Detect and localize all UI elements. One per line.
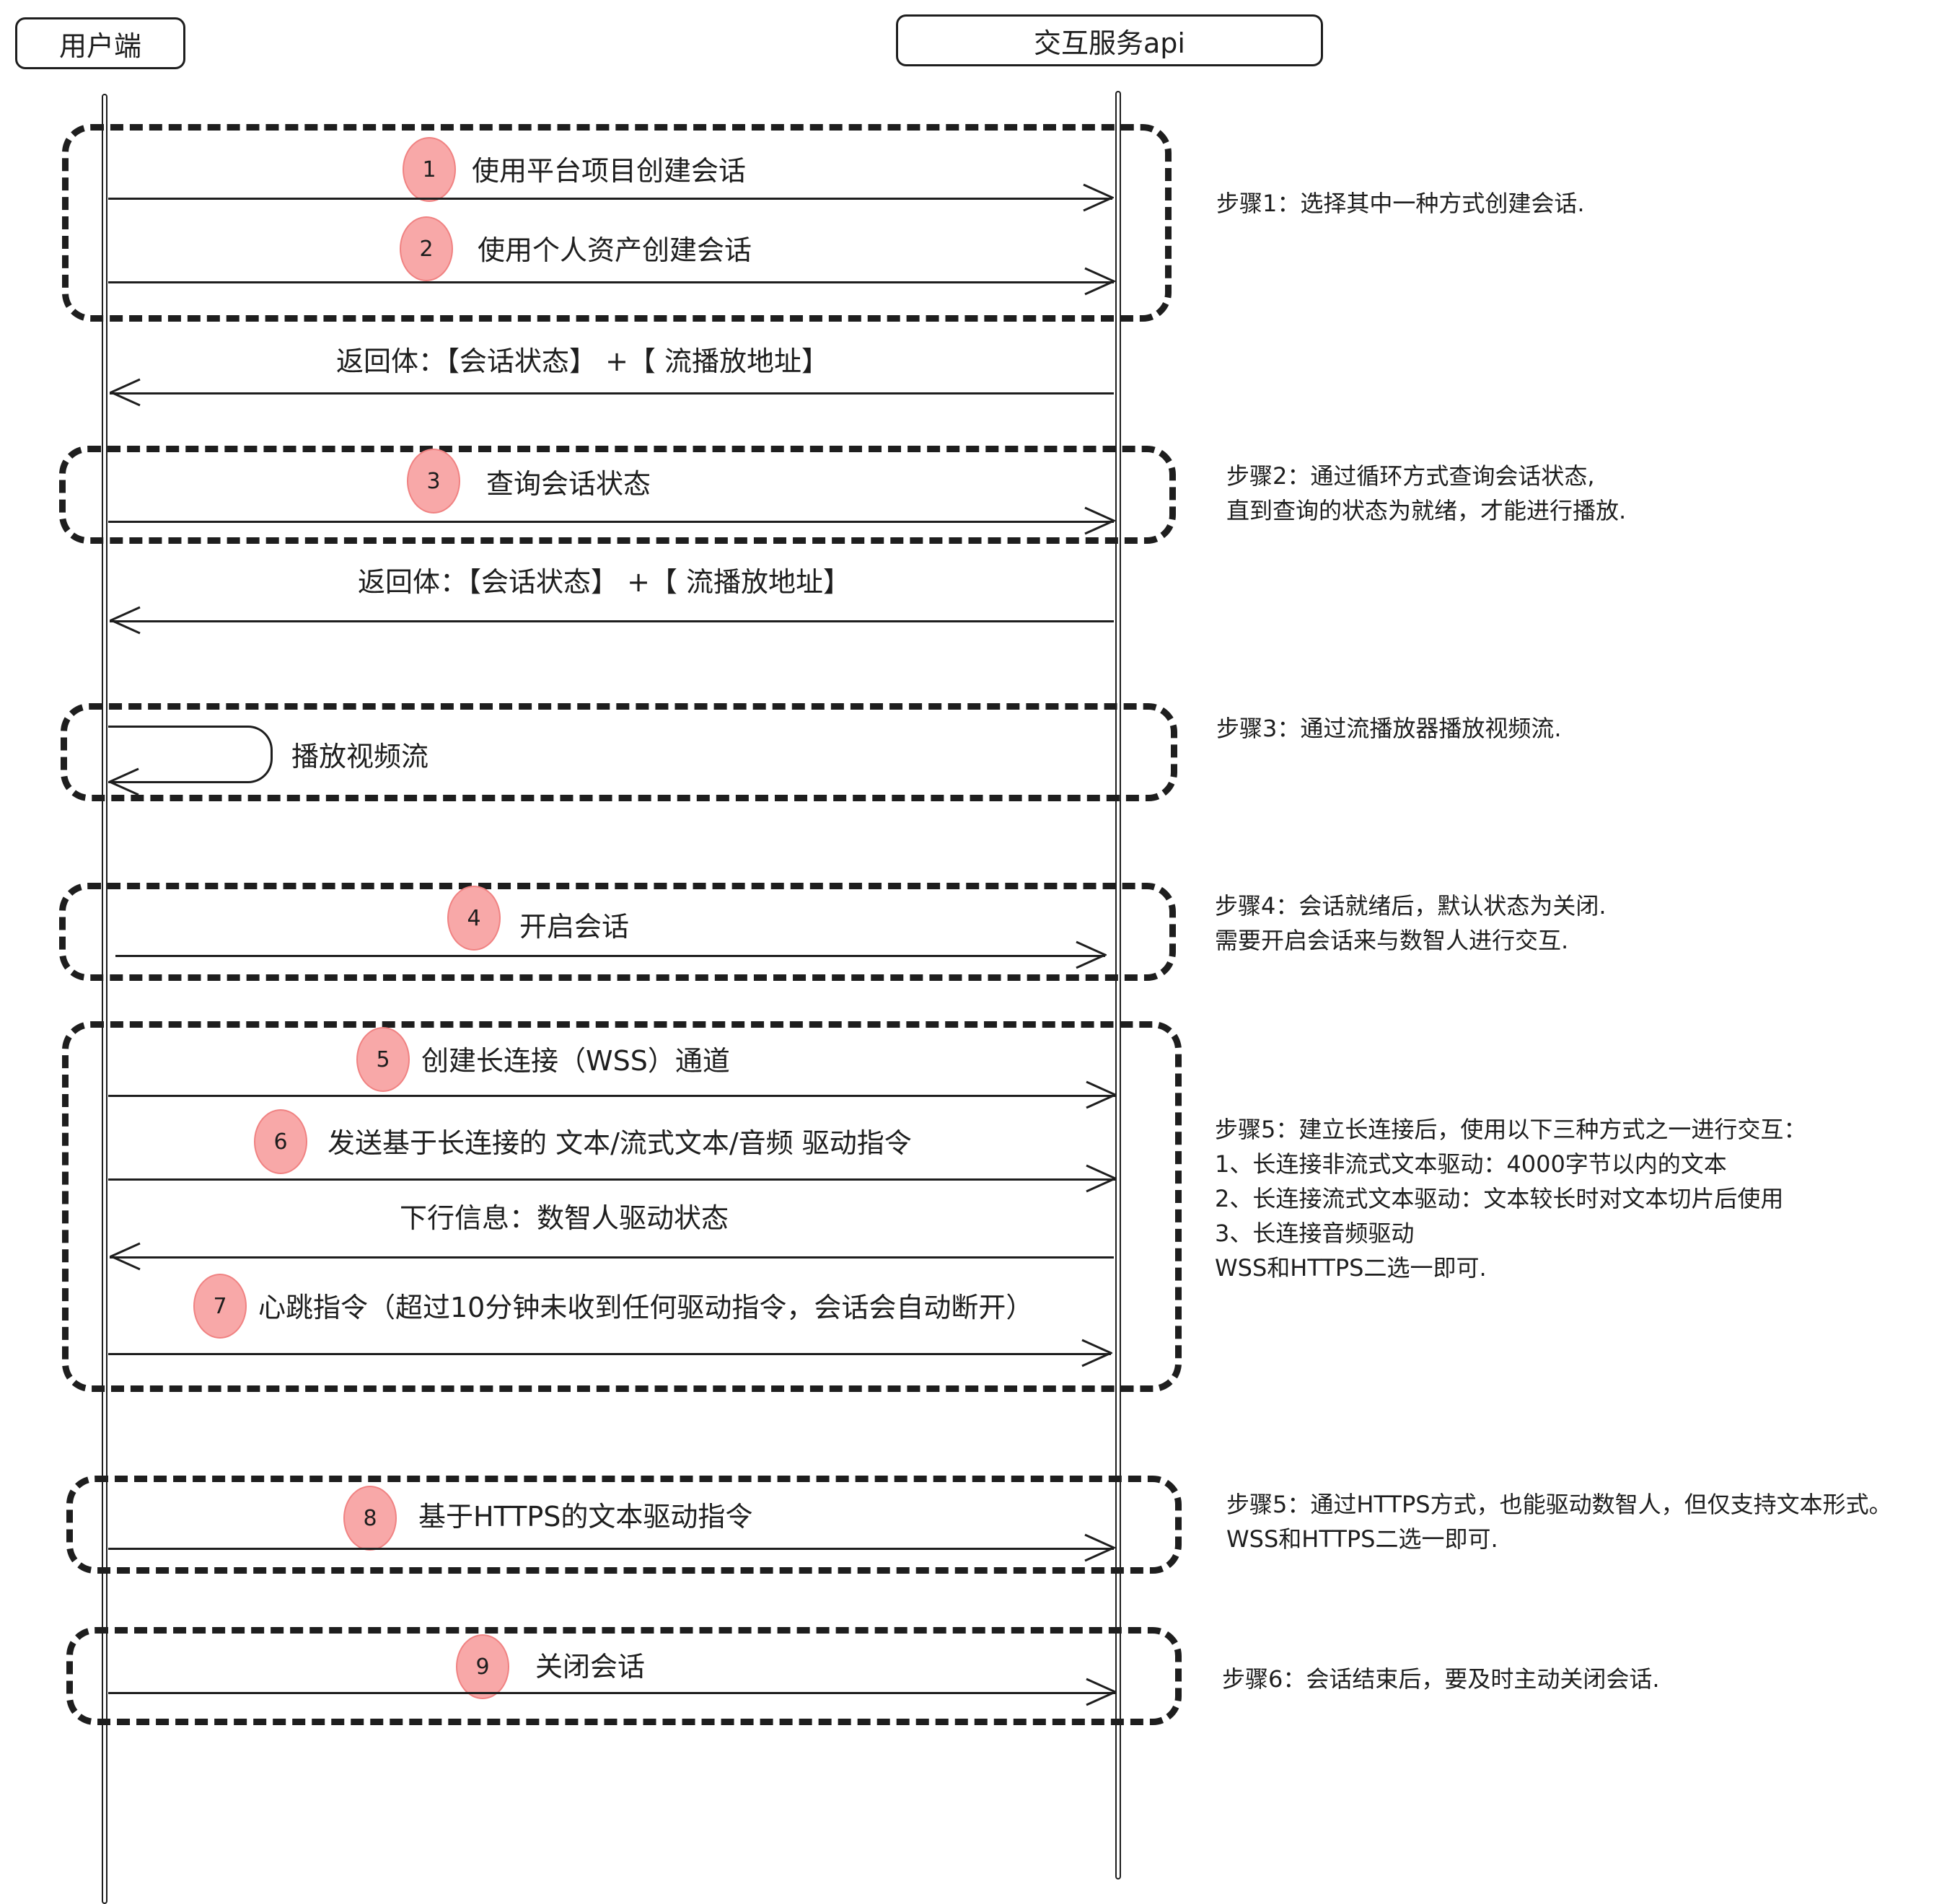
return-arrow-1[interactable] <box>110 392 1114 395</box>
note-step5-line: 1、长连接非流式文本驱动：4000字节以内的文本 <box>1215 1150 1727 1178</box>
message-arrow-5[interactable] <box>108 1095 1115 1097</box>
step-marker-6-label: 6 <box>273 1129 288 1155</box>
message-label-8: 基于HTTPS的文本驱动指令 <box>418 1501 753 1533</box>
message-label-6: 发送基于长连接的 文本/流式文本/音频 驱动指令 <box>328 1127 912 1159</box>
note-step3: 步骤3：通过流播放器播放视频流. <box>1216 711 1562 746</box>
note-step3-line: 步骤3：通过流播放器播放视频流. <box>1216 715 1562 742</box>
arrow-head-right-icon <box>1076 940 1107 969</box>
arrow-head-right-icon <box>1084 1533 1115 1562</box>
note-step6-line: 步骤6：会话结束后，要及时主动关闭会话. <box>1222 1665 1660 1693</box>
step-marker-1-label: 1 <box>422 157 436 182</box>
group-step2 <box>59 446 1176 544</box>
step-marker-9: 9 <box>456 1634 509 1699</box>
note-step5b: 步骤5：通过HTTPS方式，也能驱动数智人，但仅支持文本形式。 WSS和HTTP… <box>1226 1487 1892 1556</box>
arrow-head-right-icon <box>1084 506 1115 535</box>
arrow-head-left-icon <box>110 378 141 407</box>
step-marker-2: 2 <box>400 216 453 281</box>
note-step4-line: 需要开启会话来与数智人进行交互. <box>1215 927 1569 954</box>
return-label-1: 返回体：【会话状态】 +【 流播放地址】 <box>336 345 829 377</box>
note-step5-line: 步骤5：建立长连接后，使用以下三种方式之一进行交互： <box>1215 1116 1807 1143</box>
message-arrow-4[interactable] <box>115 955 1105 957</box>
group-step5 <box>62 1021 1182 1392</box>
arrow-head-right-icon <box>1081 1339 1112 1367</box>
step-marker-7: 7 <box>193 1274 247 1339</box>
message-label-1: 使用平台项目创建会话 <box>472 155 747 187</box>
note-step2: 步骤2：通过循环方式查询会话状态, 直到查询的状态为就绪，才能进行播放. <box>1226 459 1626 528</box>
actor-client-label: 用户端 <box>58 30 141 62</box>
self-message-loop[interactable] <box>108 726 273 783</box>
step-marker-5-label: 5 <box>376 1046 390 1072</box>
step-marker-3: 3 <box>407 449 460 514</box>
step-marker-5: 5 <box>356 1027 410 1092</box>
message-label-7: 心跳指令（超过10分钟未收到任何驱动指令，会话会自动断开） <box>258 1292 1034 1323</box>
step-marker-9-label: 9 <box>475 1654 490 1680</box>
arrow-head-right-icon <box>1084 267 1115 296</box>
note-step2-line: 直到查询的状态为就绪，才能进行播放. <box>1226 497 1627 524</box>
note-step5-line: 2、长连接流式文本驱动：文本较长时对文本切片后使用 <box>1215 1185 1784 1212</box>
note-step6: 步骤6：会话结束后，要及时主动关闭会话. <box>1222 1662 1660 1696</box>
self-message-label: 播放视频流 <box>291 741 429 772</box>
group-step3 <box>61 703 1177 801</box>
message-arrow-9[interactable] <box>108 1692 1115 1694</box>
actor-server: 交互服务api <box>896 14 1323 66</box>
arrow-head-right-icon <box>1086 1164 1117 1193</box>
note-step5-line: 3、长连接音频驱动 <box>1215 1220 1415 1247</box>
note-step1: 步骤1：选择其中一种方式创建会话. <box>1216 186 1585 221</box>
downstream-arrow[interactable] <box>110 1256 1114 1259</box>
message-arrow-3[interactable] <box>108 521 1114 523</box>
return-arrow-2[interactable] <box>110 620 1114 622</box>
message-arrow-8[interactable] <box>108 1548 1114 1550</box>
group-step4 <box>59 883 1176 981</box>
arrow-head-left-icon <box>108 767 139 796</box>
note-step4-line: 步骤4：会话就绪后，默认状态为关闭. <box>1215 892 1607 920</box>
message-arrow-6[interactable] <box>108 1178 1115 1181</box>
arrow-head-right-icon <box>1083 183 1114 212</box>
message-arrow-1[interactable] <box>108 198 1112 200</box>
note-step2-line: 步骤2：通过循环方式查询会话状态, <box>1226 462 1595 490</box>
step-marker-1: 1 <box>403 137 456 202</box>
arrow-head-left-icon <box>110 606 141 635</box>
step-marker-6: 6 <box>254 1109 307 1174</box>
step-marker-4: 4 <box>447 886 501 951</box>
step-marker-4-label: 4 <box>467 905 481 931</box>
message-arrow-7[interactable] <box>108 1353 1111 1355</box>
message-label-4: 开启会话 <box>519 911 630 943</box>
step-marker-8: 8 <box>343 1486 397 1551</box>
arrow-head-left-icon <box>110 1242 141 1271</box>
step-marker-3-label: 3 <box>426 468 441 494</box>
message-label-9: 关闭会话 <box>535 1651 646 1683</box>
message-label-2: 使用个人资产创建会话 <box>478 234 752 266</box>
note-step5: 步骤5：建立长连接后，使用以下三种方式之一进行交互： 1、长连接非流式文本驱动：… <box>1215 1112 1806 1285</box>
step-marker-2-label: 2 <box>419 236 434 262</box>
group-step1 <box>62 124 1172 322</box>
arrow-head-right-icon <box>1086 1080 1117 1109</box>
arrow-head-right-icon <box>1086 1678 1117 1706</box>
actor-server-label: 交互服务api <box>1034 27 1185 59</box>
message-label-3: 查询会话状态 <box>486 468 651 500</box>
note-step1-line: 步骤1：选择其中一种方式创建会话. <box>1216 190 1585 217</box>
message-arrow-2[interactable] <box>108 281 1114 283</box>
message-label-5: 创建长连接（WSS）通道 <box>421 1045 730 1077</box>
lifeline-server <box>1115 91 1121 1879</box>
note-step5b-line: WSS和HTTPS二选一即可. <box>1226 1525 1498 1553</box>
note-step5b-line: 步骤5：通过HTTPS方式，也能驱动数智人，但仅支持文本形式。 <box>1226 1491 1892 1518</box>
actor-client: 用户端 <box>15 17 185 69</box>
group-step5b <box>66 1476 1182 1574</box>
group-step6 <box>66 1627 1182 1725</box>
note-step5-line: WSS和HTTPS二选一即可. <box>1215 1254 1487 1282</box>
downstream-label: 下行信息：数智人驱动状态 <box>400 1202 729 1234</box>
return-label-2: 返回体：【会话状态】 +【 流播放地址】 <box>358 566 851 598</box>
note-step4: 步骤4：会话就绪后，默认状态为关闭. 需要开启会话来与数智人进行交互. <box>1215 889 1607 958</box>
step-marker-7-label: 7 <box>213 1293 227 1319</box>
step-marker-8-label: 8 <box>363 1505 377 1531</box>
